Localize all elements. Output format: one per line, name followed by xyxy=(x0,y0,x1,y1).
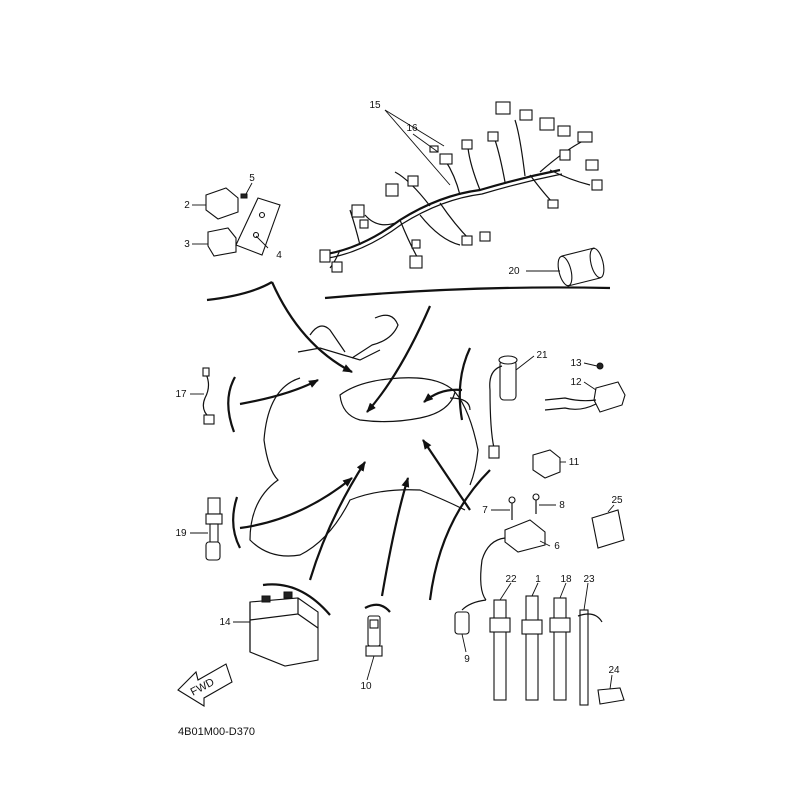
callout-22: 22 xyxy=(505,574,517,585)
callout-numbers: 1 2 3 4 5 6 7 8 9 10 11 12 13 14 15 16 1… xyxy=(175,100,623,692)
callout-17: 17 xyxy=(175,389,187,400)
part-20-cylinder xyxy=(557,247,605,287)
part-10-sensor xyxy=(365,615,383,657)
callout-5: 5 xyxy=(249,173,255,184)
part-13-screw xyxy=(596,362,604,370)
diagram-code: 4B01M00-D370 xyxy=(178,726,255,738)
callout-23: 23 xyxy=(583,574,595,585)
part-7-bolt xyxy=(508,496,516,520)
callout-4: 4 xyxy=(276,250,282,261)
part-14-battery xyxy=(249,591,319,667)
callout-13: 13 xyxy=(570,358,582,369)
part-3-holder xyxy=(207,227,237,257)
callout-10: 10 xyxy=(360,681,372,692)
part-19-sensor xyxy=(205,497,223,561)
callout-11: 11 xyxy=(569,457,580,468)
part-25-fuse xyxy=(591,509,625,549)
connection-arrows xyxy=(239,281,491,601)
part-6-ignition-coil xyxy=(480,519,546,601)
callout-14: 14 xyxy=(219,617,231,628)
part-22-band xyxy=(489,599,511,701)
callout-21: 21 xyxy=(536,350,548,361)
separator-arcs xyxy=(206,281,611,616)
part-18-band xyxy=(549,597,571,701)
part-9-plug-cap xyxy=(454,599,487,635)
part-11-relay xyxy=(532,449,561,479)
part-17-connector xyxy=(202,367,215,425)
callout-12: 12 xyxy=(570,377,582,388)
callout-24: 24 xyxy=(608,665,620,676)
callout-3: 3 xyxy=(184,239,190,250)
leader-lines xyxy=(190,109,615,690)
callout-2: 2 xyxy=(184,200,190,211)
callout-20: 20 xyxy=(508,266,520,277)
part-24-clip xyxy=(597,687,625,705)
callout-15: 15 xyxy=(369,100,381,111)
part-2-relay xyxy=(205,187,239,220)
part-5-screw xyxy=(240,193,248,199)
part-4-bracket xyxy=(235,197,281,256)
callout-6: 6 xyxy=(554,541,560,552)
scooter-outline xyxy=(249,314,479,557)
callout-16: 16 xyxy=(406,123,418,134)
part-1-band xyxy=(521,595,543,701)
part-12-unit xyxy=(544,381,626,413)
callout-1: 1 xyxy=(535,574,541,585)
callout-25: 25 xyxy=(611,495,623,506)
part-8-bolt xyxy=(532,493,540,514)
callout-19: 19 xyxy=(175,528,187,539)
callout-9: 9 xyxy=(464,654,470,665)
callout-18: 18 xyxy=(560,574,572,585)
callout-8: 8 xyxy=(559,500,565,511)
part-21-sensor xyxy=(488,355,518,459)
wire-harness xyxy=(319,101,603,273)
fwd-arrow-icon: FWD xyxy=(177,663,233,707)
callout-7: 7 xyxy=(482,505,488,516)
